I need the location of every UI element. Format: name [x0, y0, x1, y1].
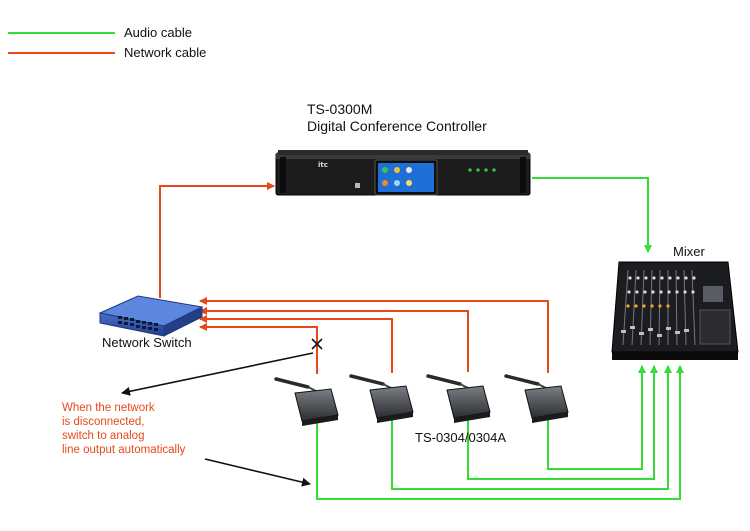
legend-network-label: Network cable — [124, 45, 207, 60]
microphone-3 — [426, 374, 491, 423]
controller-device: itc — [275, 150, 531, 196]
mic3-network-cable — [199, 307, 469, 372]
mic4-audio-cable — [547, 365, 646, 470]
microphone-model-label: TS-0304/0304A — [415, 430, 507, 445]
network-switch-device — [98, 295, 204, 337]
microphone-1 — [274, 377, 339, 426]
mic4-network-cable — [199, 297, 549, 373]
controller-model-label: TS-0300M — [307, 101, 373, 117]
arrow-to-audio-line — [204, 458, 311, 487]
controller-to-mixer-cable — [532, 177, 652, 253]
mic3-audio-cable — [467, 365, 658, 480]
note-line-3: switch to analog — [62, 430, 145, 442]
arrow-to-note — [121, 352, 314, 396]
note-line-1: When the network — [62, 402, 155, 414]
screen-icon — [382, 167, 388, 173]
network-switch-label: Network Switch — [102, 335, 192, 350]
annotation-arrows — [121, 352, 314, 487]
microphone-2 — [349, 374, 414, 423]
screen-icon — [406, 167, 412, 173]
note-line-4: line output automatically — [62, 444, 186, 456]
microphone-4 — [504, 374, 569, 423]
audio-cables — [316, 177, 684, 500]
screen-icon — [394, 167, 400, 173]
mic1-network-cable — [199, 323, 318, 374]
note-line-2: is disconnected, — [62, 416, 145, 428]
mic1-audio-cable — [316, 365, 684, 500]
legend-audio-label: Audio cable — [124, 25, 192, 40]
screen-icon — [382, 180, 388, 186]
controller-name-label: Digital Conference Controller — [307, 118, 487, 134]
switch-to-controller-cable — [159, 182, 275, 298]
svg-text:itc: itc — [318, 161, 328, 169]
mixer-label: Mixer — [673, 244, 705, 259]
disconnect-mark — [311, 338, 323, 350]
network-cables — [159, 182, 549, 374]
screen-icon — [394, 180, 400, 186]
mic2-audio-cable — [391, 365, 672, 490]
screen-icon — [406, 180, 412, 186]
mic2-network-cable — [199, 315, 393, 373]
mixer-device — [611, 261, 739, 360]
